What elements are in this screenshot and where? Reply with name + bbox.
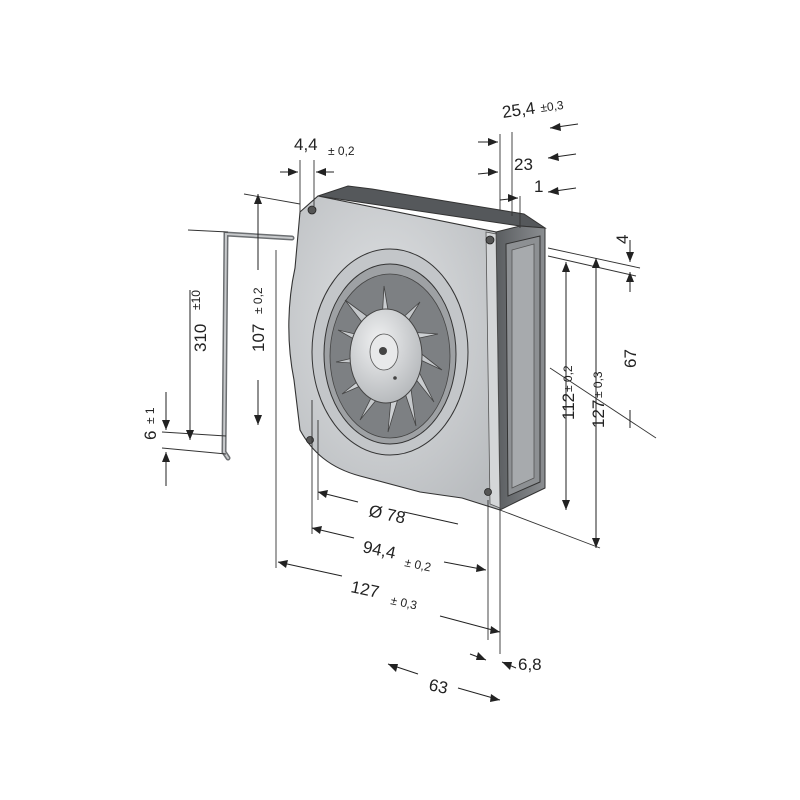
air-outlet-inner xyxy=(511,243,535,489)
dim-67-value: 67 xyxy=(621,349,640,368)
dim-78-value: Ø 78 xyxy=(367,501,407,527)
dim-127-vertical-value: 127 xyxy=(589,400,608,428)
dim-310: 310 ±10 xyxy=(189,290,210,352)
dim-6: 6 ± 1 xyxy=(141,407,160,440)
fan-cable xyxy=(221,231,295,461)
hub-center xyxy=(379,347,387,355)
dim-4-4-tolerance: ± 0,2 xyxy=(328,144,355,158)
dim-112: 112 ± 0,2 xyxy=(559,365,578,420)
dim-94-4-tolerance: ± 0,2 xyxy=(403,555,432,574)
dim-25-4-value: 25,4 xyxy=(501,99,536,122)
dim-94-4: 94,4 ± 0,2 xyxy=(361,537,432,574)
dim-310-value: 310 xyxy=(191,324,210,352)
fan-body xyxy=(288,185,547,511)
dim-310-tolerance: ±10 xyxy=(189,290,203,310)
dim-1-value: 1 xyxy=(534,177,543,196)
dim-4-4: 4,4 ± 0,2 xyxy=(294,135,355,158)
dim-127-vertical-tolerance: ± 0,3 xyxy=(591,371,605,398)
dim-4-value: 4 xyxy=(613,235,632,244)
dim-25-4: 25,4 ±0,3 xyxy=(501,98,565,122)
dim-6-8-value: 6,8 xyxy=(518,655,542,674)
dim-107-value: 107 xyxy=(249,324,268,352)
dim-25-4-tolerance: ±0,3 xyxy=(539,98,564,115)
dim-112-value: 112 xyxy=(559,393,578,420)
dim-127-horizontal-value: 127 xyxy=(349,577,381,601)
dim-107: 107 ± 0,2 xyxy=(249,287,268,352)
dim-4-4-value: 4,4 xyxy=(294,135,318,154)
housing-front-rim xyxy=(485,231,501,509)
dim-23-value: 23 xyxy=(514,155,533,174)
dim-112-tolerance: ± 0,2 xyxy=(561,365,575,392)
dim-107-tolerance: ± 0,2 xyxy=(251,287,265,314)
dim-127-vertical: 127 ± 0,3 xyxy=(589,371,608,428)
dim-127-horizontal: 127 ± 0,3 xyxy=(349,577,418,612)
dim-127-horizontal-tolerance: ± 0,3 xyxy=(389,593,418,612)
dim-6-value: 6 xyxy=(141,431,160,440)
hub-dot xyxy=(393,376,397,380)
dim-6-tolerance: ± 1 xyxy=(143,407,157,424)
dimension-arrows xyxy=(162,123,634,702)
dim-63-value: 63 xyxy=(427,675,449,698)
dim-94-4-value: 94,4 xyxy=(361,537,397,562)
